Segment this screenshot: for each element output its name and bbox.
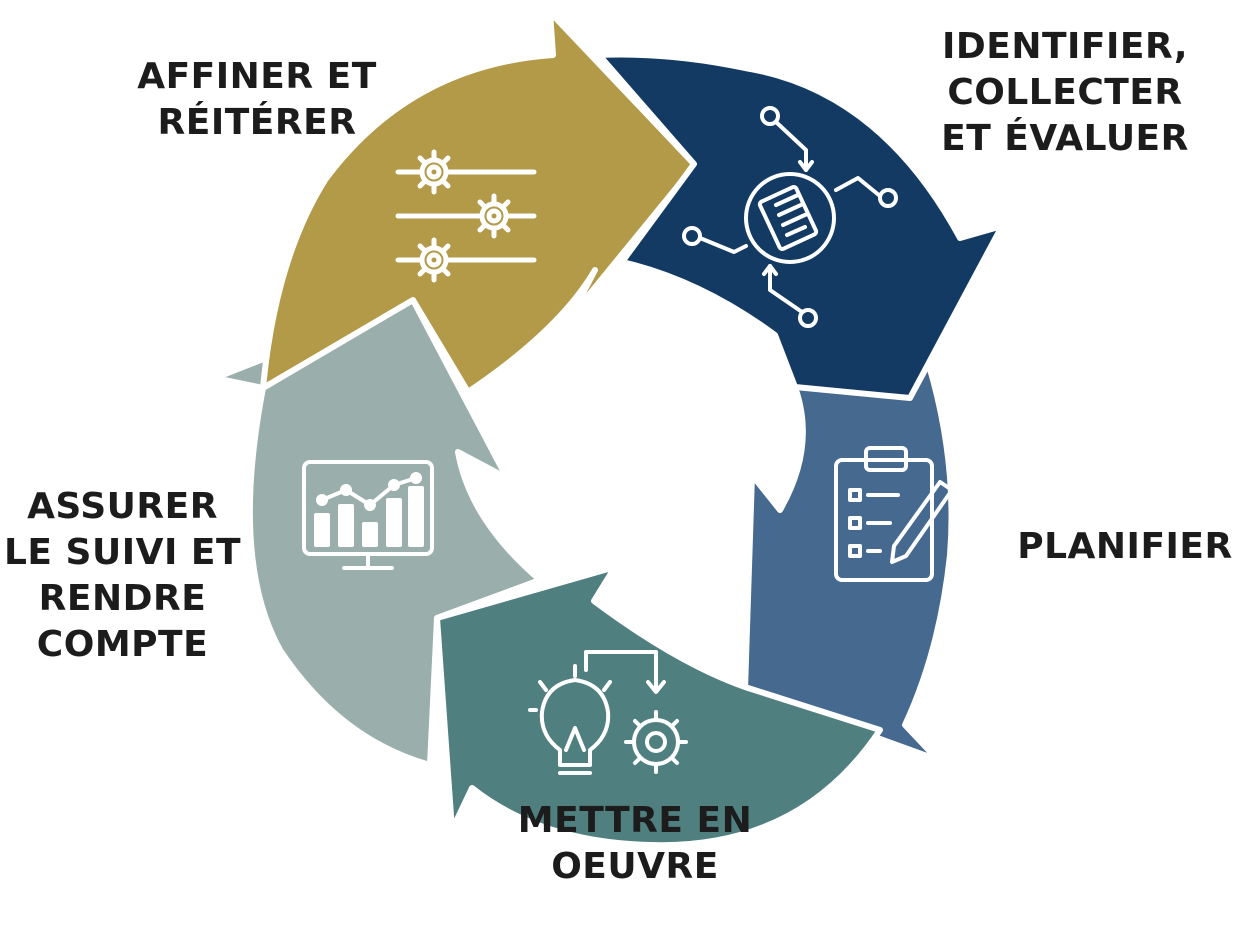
gear-sliders-icon [395, 149, 537, 283]
arrow-identifier [596, 51, 1005, 401]
lightbulb-gear-icon [528, 650, 688, 775]
cycle-arrows [212, 9, 1005, 849]
label-assurer-suivi: ASSURER LE SUIVI ET RENDRE COMPTE [3, 486, 242, 665]
monitor-chart-icon [302, 460, 434, 570]
clipboard-checklist-icon [834, 446, 954, 582]
label-identifier-collecter-evaluer: IDENTIFIER, COLLECTER ET ÉVALUER [941, 26, 1189, 159]
arrow-planifier [742, 295, 955, 763]
label-mettre-en-oeuvre: METTRE EN OEUVRE [517, 800, 753, 887]
label-planifier: PLANIFIER [1017, 526, 1233, 567]
arrow-mettre-en-oeuvre [434, 564, 883, 849]
document-network-icon [682, 106, 898, 328]
label-affiner-reiterer: AFFINER ET RÉITÉRER [137, 56, 377, 143]
